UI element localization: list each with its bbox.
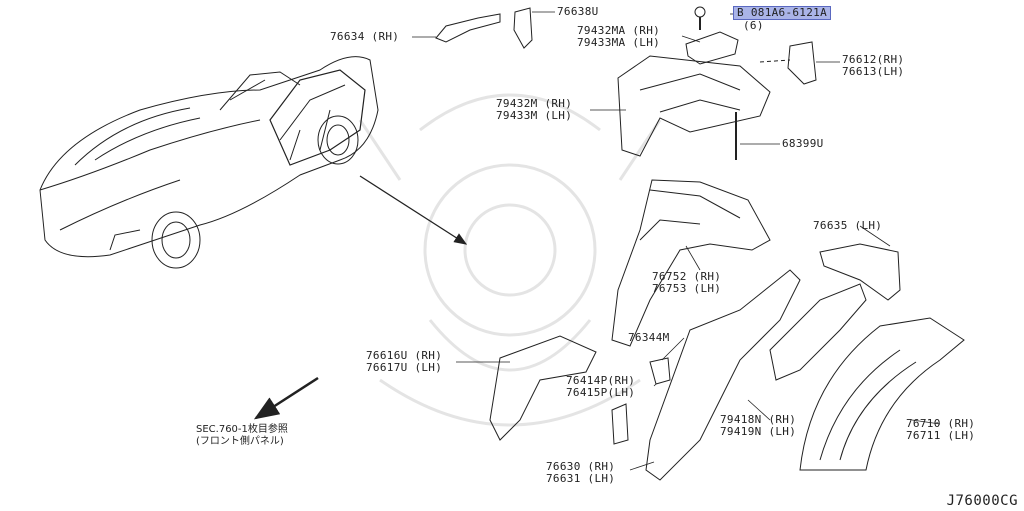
part-76630-shape: [645, 269, 801, 481]
part-79432m-shape: [617, 55, 771, 157]
label-68399u: 68399U: [782, 137, 824, 150]
label-76710: 76710 (RH) 76711 (LH): [906, 417, 976, 442]
label-79432m: 79432M (RH) 79433M (LH): [496, 97, 573, 122]
label-76638u: 76638U: [557, 5, 599, 18]
bolt-part-number[interactable]: B 081A6-6121A: [733, 6, 831, 20]
car-convertible-drawing: [39, 56, 379, 269]
label-76630: 76630 (RH) 76631 (LH): [546, 460, 616, 485]
part-76616u-shape: [489, 335, 597, 441]
label-79418n: 79418N (RH) 79419N (LH): [720, 413, 797, 438]
part-76634-shape: [435, 13, 501, 43]
part-76752-shape: [611, 179, 771, 347]
arrow-to-wheelhouse: [359, 175, 468, 245]
bolt-icon: [694, 6, 706, 18]
part-76414p-shape: [611, 403, 629, 445]
arrow-to-reference: [253, 376, 319, 420]
bolt-quantity: (6): [743, 19, 764, 32]
part-76710-shape: [799, 317, 965, 471]
label-76612: 76612(RH) 76613(LH): [842, 53, 905, 78]
label-76635: 76635 (LH): [813, 219, 883, 232]
leader-lines: [412, 11, 941, 471]
label-79432ma: 79432MA (RH) 79433MA (LH): [577, 24, 661, 49]
diagram-code: J76000CG: [946, 493, 1018, 509]
label-76616u: 76616U (RH) 76617U (LH): [366, 349, 443, 374]
part-76612-shape: [787, 41, 817, 85]
part-76344m-shape: [649, 357, 671, 385]
part-76635-shape: [819, 243, 901, 301]
part-79432ma-shape: [685, 31, 739, 65]
label-bolt: B 081A6-6121A (6): [733, 6, 831, 32]
label-76414p: 76414P(RH) 76415P(LH): [566, 374, 636, 399]
label-76752: 76752 (RH) 76753 (LH): [652, 270, 722, 295]
section-reference[interactable]: SEC.760-1枚目参照 (フロント側パネル): [196, 424, 288, 447]
label-76634: 76634 (RH): [330, 30, 400, 43]
part-79418n-shape: [769, 283, 867, 381]
part-76638u-shape: [513, 7, 533, 49]
label-76344m: 76344M: [628, 331, 670, 344]
